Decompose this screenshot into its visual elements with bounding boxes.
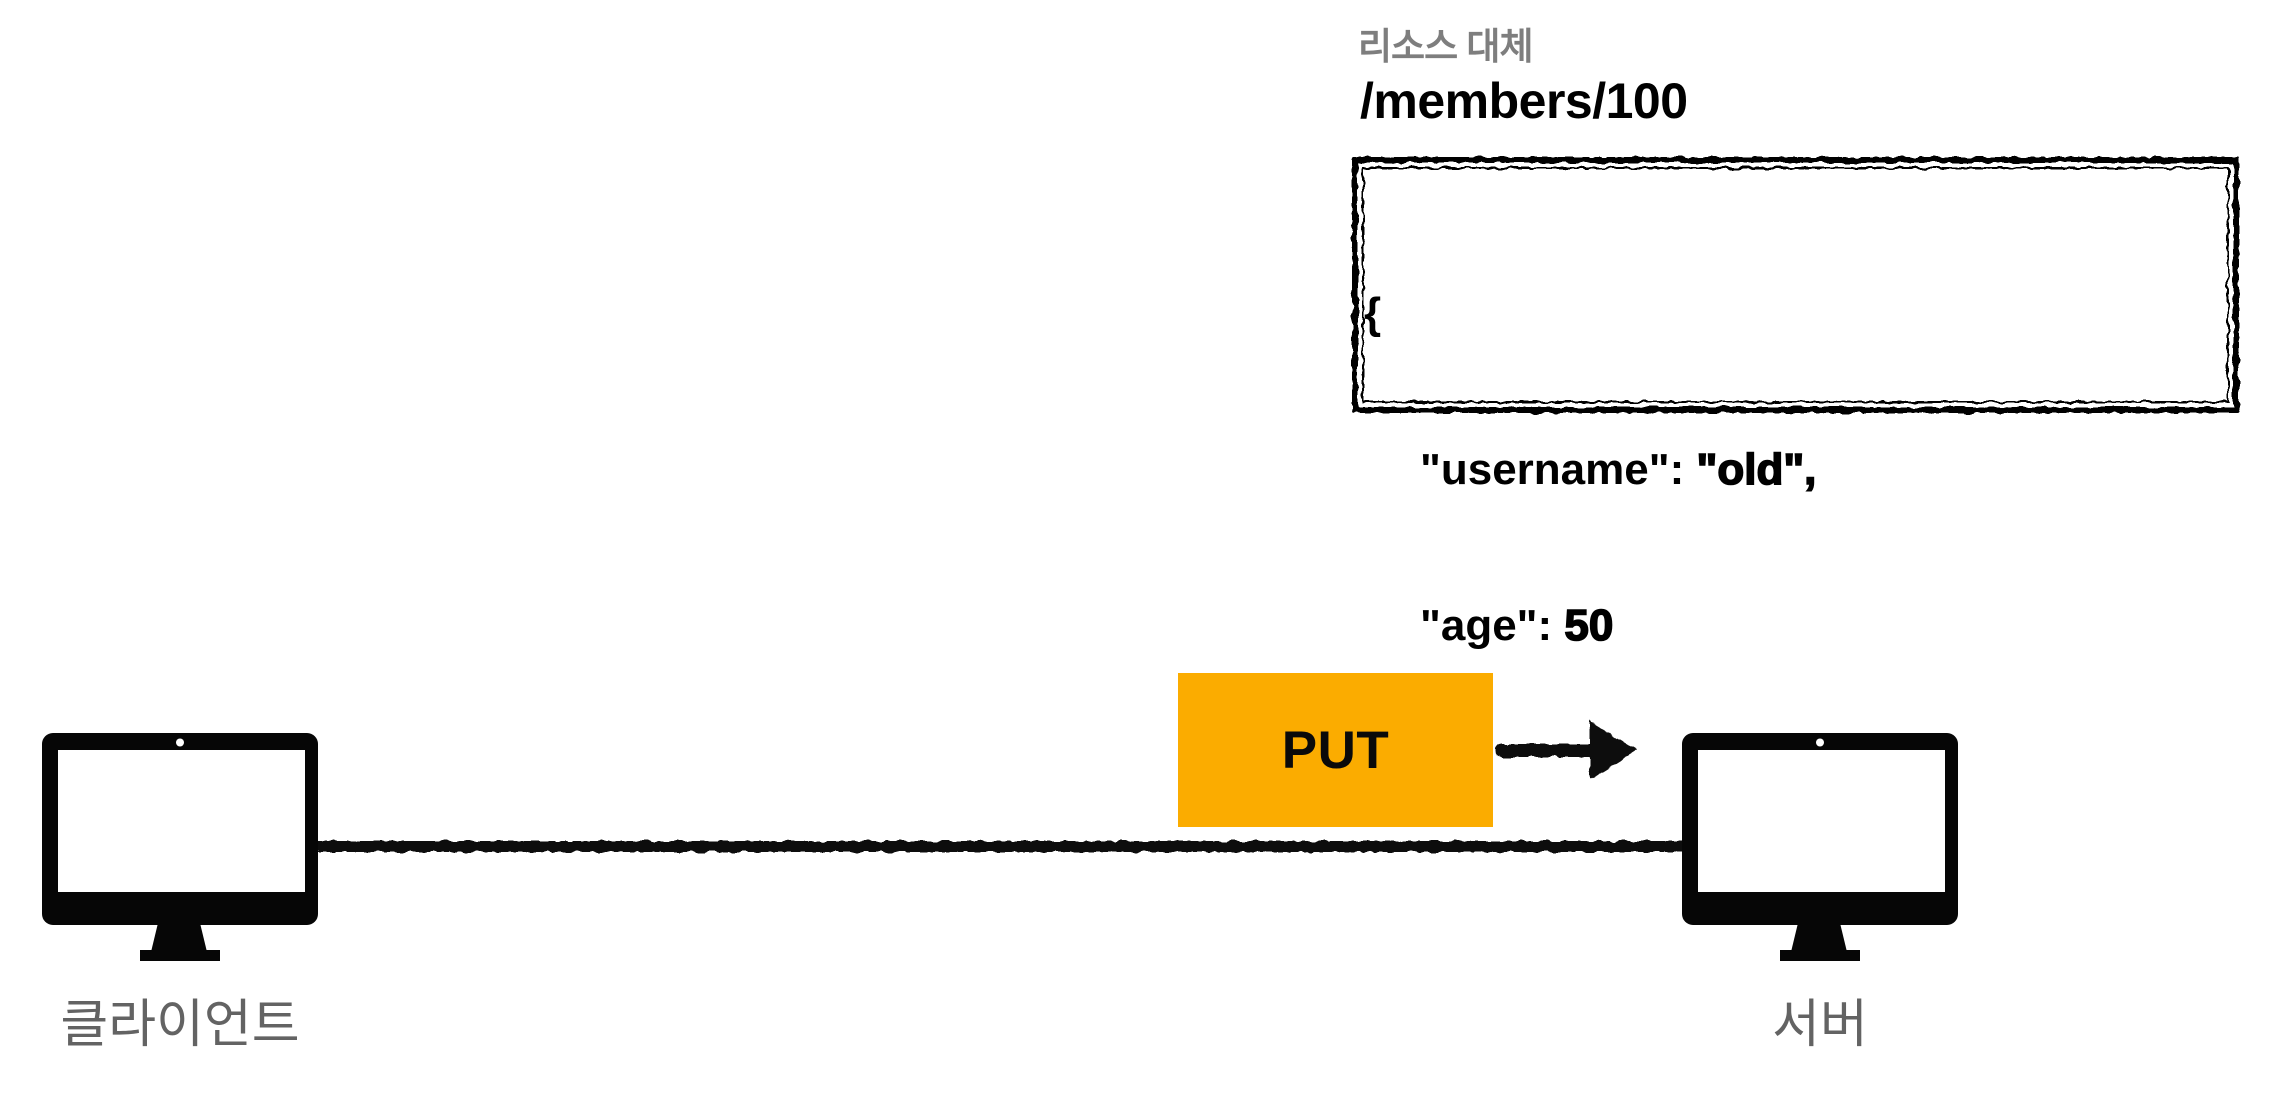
json-key-username: "username":: [1420, 445, 1697, 494]
desktop-monitor-icon: [1682, 733, 1958, 961]
json-open-brace: {: [1364, 289, 1382, 338]
json-line-age: "age": 50: [1364, 600, 1816, 652]
json-line-username: "username": "old",: [1364, 444, 1818, 496]
server-label: 서버: [1772, 996, 1868, 1054]
json-value-age: 50: [1564, 600, 1615, 651]
http-method-badge: PUT: [1178, 673, 1493, 827]
json-value-username: "old",: [1696, 444, 1818, 495]
request-arrow-icon: [1496, 721, 1637, 779]
resource-path: /members/100: [1360, 73, 1688, 129]
annotation-title: 리소스 대체: [1358, 26, 1533, 67]
request-body-box: { "username": "old", "age": 50 }: [1352, 157, 2239, 806]
hand-drawn-border: [1352, 157, 2239, 413]
client-label: 클라이언트: [60, 996, 300, 1054]
client-server-connection-line: [318, 841, 1684, 852]
desktop-monitor-icon: [42, 733, 318, 961]
json-key-age: "age":: [1420, 601, 1565, 650]
request-body-json: { "username": "old", "age": 50 }: [1364, 184, 1818, 912]
